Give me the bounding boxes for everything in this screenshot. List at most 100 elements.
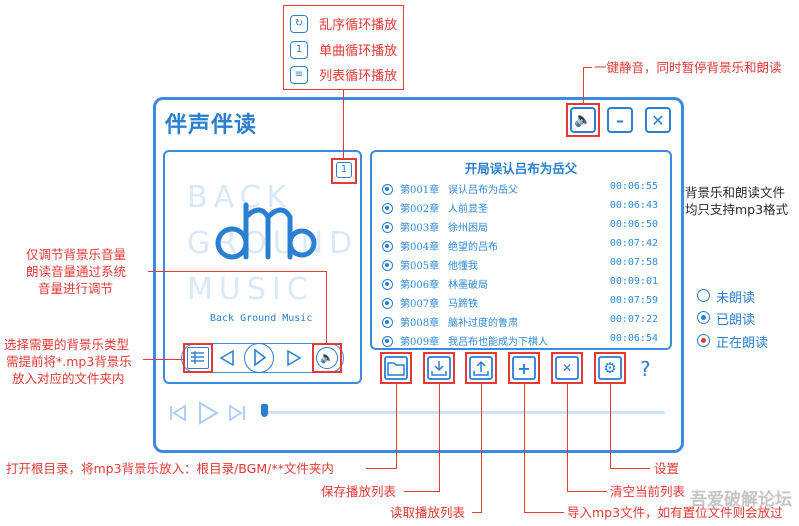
status-indicator <box>382 279 393 290</box>
volume-callout-line1: 仅调节背景乐音量 <box>26 247 127 262</box>
progress-track[interactable] <box>262 411 665 414</box>
connector-line <box>439 384 440 492</box>
open-root-callout: 打开根目录，将mp3背景乐放入：根目录/BGM/**文件夹内 <box>6 461 334 476</box>
connector-line <box>472 512 481 513</box>
menu-item-single-loop[interactable]: 1 单曲循环播放 <box>290 39 397 59</box>
import-mp3-highlight <box>508 352 540 384</box>
bgm-logo-icon <box>210 195 320 269</box>
save-playlist-highlight <box>423 352 455 384</box>
bgm-volume-button[interactable]: 🔈 <box>316 347 338 369</box>
volume-icon: 🔈 <box>320 351 334 364</box>
close-button[interactable]: ✕ <box>645 107 671 133</box>
playlist-panel <box>370 150 672 350</box>
menu-item-list-loop[interactable]: ≡ 列表循环播放 <box>290 64 397 84</box>
bgm-category-highlight <box>183 343 213 373</box>
settings-callout: 设置 <box>654 461 680 476</box>
connector-line <box>610 384 611 468</box>
minimize-icon: – <box>616 110 624 130</box>
bgm-play-button[interactable] <box>244 343 274 373</box>
connector-line <box>481 384 482 513</box>
volume-callout-line2: 朗读音量通过系统 <box>26 264 127 279</box>
open-root-highlight <box>380 352 412 384</box>
import-callout: 导入mp3文件，如有置位文件则会放过 <box>567 505 783 520</box>
connector-line <box>143 359 183 360</box>
reading-play-icon[interactable] <box>195 400 221 430</box>
load-playlist-callout: 读取播放列表 <box>390 505 466 520</box>
bgm-caption: Back Ground Music <box>210 313 313 324</box>
previous-chapter-icon[interactable] <box>168 403 188 427</box>
plus-icon: + <box>517 358 531 378</box>
next-bgm-icon[interactable] <box>286 349 302 371</box>
settings-highlight <box>594 352 626 384</box>
download-icon <box>431 361 447 376</box>
loop-mode-button[interactable]: 1 <box>336 162 352 178</box>
speaker-icon: 🔈 <box>574 112 592 128</box>
bgm-callout-line2: 需提前将*.mp3背景乐 <box>6 354 132 369</box>
connector-line <box>343 90 344 159</box>
shuffle-loop-icon: ↻ <box>290 14 308 33</box>
connector-line <box>567 491 607 492</box>
clear-icon: ✕ <box>561 361 573 375</box>
volume-callout-line3: 音量进行调节 <box>38 281 114 296</box>
load-playlist-button[interactable] <box>469 356 493 380</box>
status-indicator <box>382 184 393 195</box>
help-button[interactable]: ? <box>640 357 651 381</box>
loop-mode-menu <box>283 5 404 90</box>
close-icon: ✕ <box>651 110 665 130</box>
bgm-callout-line3: 放入对应的文件夹内 <box>12 371 125 386</box>
legend-read-label: 已朗读 <box>716 313 756 328</box>
legend-read-dot <box>697 311 710 324</box>
previous-bgm-icon[interactable] <box>219 349 235 371</box>
legend-reading-dot <box>697 334 710 347</box>
connector-line <box>366 468 396 469</box>
connector-line <box>583 67 584 103</box>
minimize-button[interactable]: – <box>607 107 633 133</box>
connector-line <box>404 491 439 492</box>
connector-line <box>148 271 326 272</box>
status-indicator <box>382 203 393 214</box>
menu-item-shuffle-loop[interactable]: ↻ 乱序循环播放 <box>290 13 397 33</box>
open-root-button[interactable] <box>384 356 408 380</box>
status-indicator <box>382 317 393 328</box>
connector-line <box>610 468 650 469</box>
mute-button[interactable]: 🔈 <box>570 107 596 133</box>
playlist-title: 开局误认吕布为岳父 <box>464 161 578 176</box>
format-callout-line2: 均只支持mp3格式 <box>685 202 789 217</box>
import-mp3-button[interactable]: + <box>512 356 536 380</box>
clear-list-highlight <box>551 352 583 384</box>
gear-icon: ⚙ <box>603 359 617 377</box>
legend-reading-label: 正在朗读 <box>716 336 769 351</box>
clear-list-button[interactable]: ✕ <box>555 356 579 380</box>
single-loop-icon: 1 <box>340 164 348 175</box>
loop-mode-highlight <box>331 158 357 184</box>
save-playlist-button[interactable] <box>427 356 451 380</box>
status-indicator <box>382 336 393 347</box>
progress-handle[interactable] <box>261 404 268 417</box>
connector-line <box>567 384 568 492</box>
settings-button[interactable]: ⚙ <box>598 356 622 380</box>
status-indicator <box>382 241 393 252</box>
load-playlist-highlight <box>465 352 497 384</box>
connector-line <box>583 67 592 68</box>
connector-line <box>524 512 564 513</box>
bgm-category-button[interactable] <box>187 347 209 369</box>
save-playlist-callout: 保存播放列表 <box>321 484 397 499</box>
mute-callout: 一键静音，同时暂停背景乐和朗读 <box>594 60 782 75</box>
next-chapter-icon[interactable] <box>227 403 247 427</box>
connector-line <box>524 384 525 513</box>
status-indicator <box>382 298 393 309</box>
window-title: 伴声伴读 <box>165 112 258 138</box>
list-icon <box>191 351 204 364</box>
mute-highlight <box>566 103 600 137</box>
status-indicator <box>382 260 393 271</box>
